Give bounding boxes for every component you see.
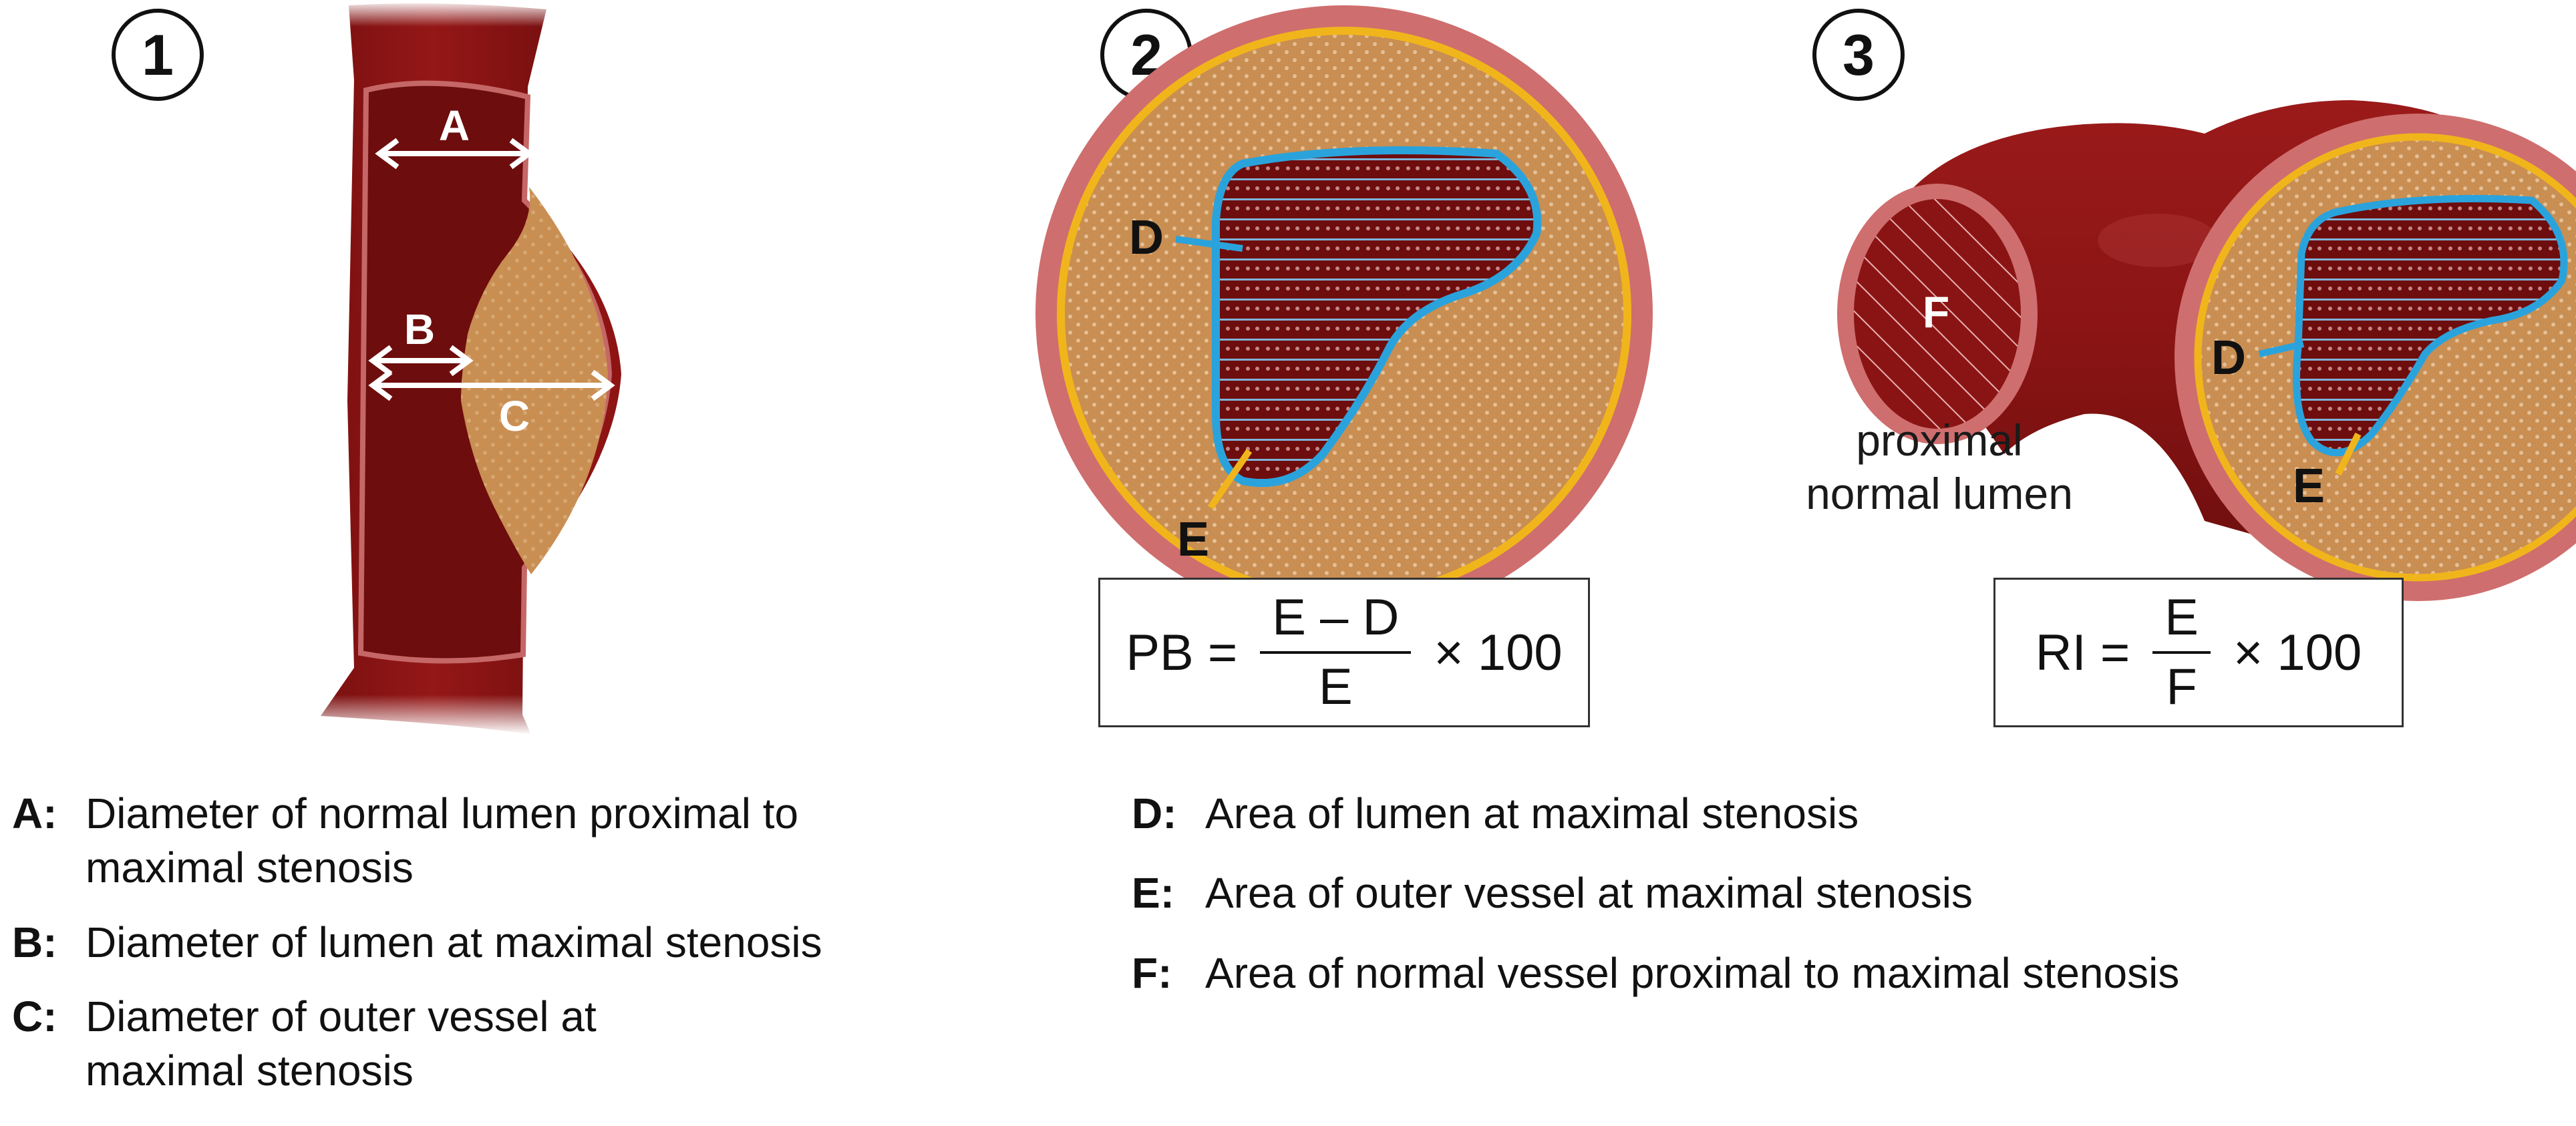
- proximal-caption-line2: normal lumen: [1806, 469, 2073, 518]
- legend-key-e: E:: [1132, 869, 1174, 918]
- formula-ri-lhs: RI =: [2035, 624, 2130, 681]
- formula-pb: PB = E – D E × 100: [1098, 578, 1590, 727]
- formula-pb-rhs: × 100: [1434, 624, 1563, 681]
- formula-ri-fraction: E F: [2152, 592, 2211, 713]
- proximal-caption-line1: proximal: [1856, 415, 2022, 465]
- distal-outer-e: [2194, 133, 2576, 582]
- label-d-panel3: D: [2211, 331, 2246, 385]
- leader-d: [1175, 236, 1243, 252]
- panel-3-number: 3: [1842, 23, 1875, 87]
- formula-ri-denominator: F: [2166, 659, 2197, 715]
- legend-key-c: C:: [12, 992, 57, 1041]
- leader-e: [1207, 449, 1253, 510]
- legend-item-d: D: Area of lumen at maximal stenosis: [1132, 787, 2474, 841]
- formula-pb-lhs: PB =: [1126, 624, 1238, 681]
- leader-d3: [2258, 341, 2305, 357]
- label-d-panel2: D: [1129, 211, 1164, 264]
- label-b: B: [404, 305, 435, 353]
- panel-1-vessel: 1 A B C: [112, 0, 621, 735]
- legend-item-b: B: Diameter of lumen at maximal stenosis: [12, 916, 1074, 970]
- label-e-panel2: E: [1177, 513, 1209, 566]
- formula-pb-numerator: E – D: [1260, 592, 1412, 654]
- leader-e3: [2335, 432, 2362, 476]
- label-c: C: [499, 392, 530, 440]
- panel-2-cross-section: 2 D E: [1035, 5, 1653, 622]
- legend-text-f: Area of normal vessel proximal to maxima…: [1205, 948, 2180, 997]
- panel-3-vessel-3d: 3 F D E proximal normal lumen: [1806, 9, 2576, 601]
- legend-item-f: F: Area of normal vessel proximal to max…: [1132, 946, 2474, 1000]
- legend-item-c: C: Diameter of outer vessel at maximal s…: [12, 990, 1074, 1099]
- formula-pb-fraction: E – D E: [1260, 592, 1412, 715]
- legend-item-a: A: Diameter of normal lumen proximal to …: [12, 787, 1074, 896]
- arrow-b: [368, 345, 474, 377]
- legend-text-a: Diameter of normal lumen proximal to max…: [86, 789, 799, 892]
- proximal-lumen-f: [1854, 199, 2021, 429]
- label-f: F: [1923, 287, 1949, 337]
- legend-text-c: Diameter of outer vessel at maximal sten…: [86, 992, 597, 1095]
- formula-ri-rhs: × 100: [2233, 624, 2362, 681]
- legend-key-d: D:: [1132, 789, 1177, 837]
- panel-1-number: 1: [142, 23, 174, 87]
- label-a: A: [439, 102, 470, 150]
- legend-item-e: E: Area of outer vessel at maximal steno…: [1132, 866, 2474, 920]
- legend-right: D: Area of lumen at maximal stenosis E: …: [1132, 787, 2474, 1020]
- arrow-a: [375, 138, 534, 170]
- legend-key-f: F:: [1132, 948, 1172, 997]
- legend-text-d: Area of lumen at maximal stenosis: [1205, 789, 1859, 837]
- legend-text-e: Area of outer vessel at maximal stenosis: [1205, 869, 1973, 918]
- legend-left: A: Diameter of normal lumen proximal to …: [12, 787, 1074, 1118]
- formula-ri-numerator: E: [2152, 592, 2211, 654]
- arrow-c: [368, 369, 615, 401]
- formula-ri: RI = E F × 100: [1993, 578, 2404, 727]
- legend-key-a: A:: [12, 789, 57, 837]
- panel-3-badge: [1812, 9, 1905, 101]
- legend-text-b: Diameter of lumen at maximal stenosis: [86, 918, 822, 966]
- lumen-area-d: [1212, 146, 1542, 488]
- label-e-panel3: E: [2293, 459, 2325, 513]
- distal-lumen-d: [2293, 194, 2568, 457]
- legend-key-b: B:: [12, 918, 57, 966]
- panel-1-badge: [112, 9, 204, 101]
- formula-pb-denominator: E: [1318, 659, 1353, 715]
